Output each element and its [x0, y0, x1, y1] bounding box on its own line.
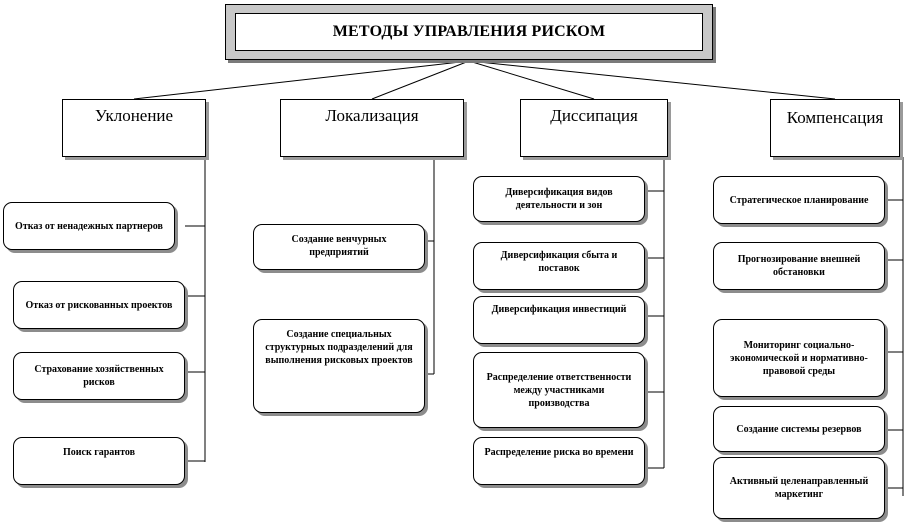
item-strategic-planning: Стратегическое планирование: [713, 176, 885, 224]
connector-title-localization: [371, 60, 470, 100]
item-venture-enterprises: Создание венчурных предприятий: [253, 224, 425, 270]
item-distribute-risk-over-time: Распределение риска во времени: [473, 437, 645, 485]
category-dissipation: Диссипация: [520, 99, 668, 157]
item-reserve-system: Создание системы резервов: [713, 406, 885, 452]
item-diversify-sales-supply: Диверсификация сбыта и поставок: [473, 242, 645, 290]
connector-title-dissipation: [468, 60, 595, 100]
connector-title-evasion: [133, 60, 470, 100]
connector-title-compensation: [468, 60, 836, 100]
diagram-title: МЕТОДЫ УПРАВЛЕНИЯ РИСКОМ: [235, 13, 703, 51]
item-diversify-activities: Диверсификация видов деятельности и зон: [473, 176, 645, 222]
category-evasion: Уклонение: [62, 99, 206, 157]
category-compensation: Компенсация: [770, 99, 900, 157]
item-refuse-risky-projects: Отказ от рискованных проектов: [13, 281, 185, 329]
item-active-marketing: Активный целенаправленный маркетинг: [713, 457, 885, 519]
item-business-risk-insurance: Страхование хозяйственных рисков: [13, 352, 185, 400]
item-diversify-investments: Диверсификация инвестиций: [473, 296, 645, 344]
title-frame: МЕТОДЫ УПРАВЛЕНИЯ РИСКОМ: [225, 4, 713, 60]
item-find-guarantors: Поиск гарантов: [13, 437, 185, 485]
item-monitoring-environment: Мониторинг социально-экономической и нор…: [713, 319, 885, 397]
item-special-divisions: Создание специальных структурных подразд…: [253, 319, 425, 413]
item-forecasting-environment: Прогнозирование внешней обстановки: [713, 242, 885, 290]
category-localization: Локализация: [280, 99, 464, 157]
item-distribute-responsibility: Распределение ответственности между учас…: [473, 352, 645, 428]
item-refuse-unreliable-partners: Отказ от ненадежных партнеров: [3, 202, 175, 250]
